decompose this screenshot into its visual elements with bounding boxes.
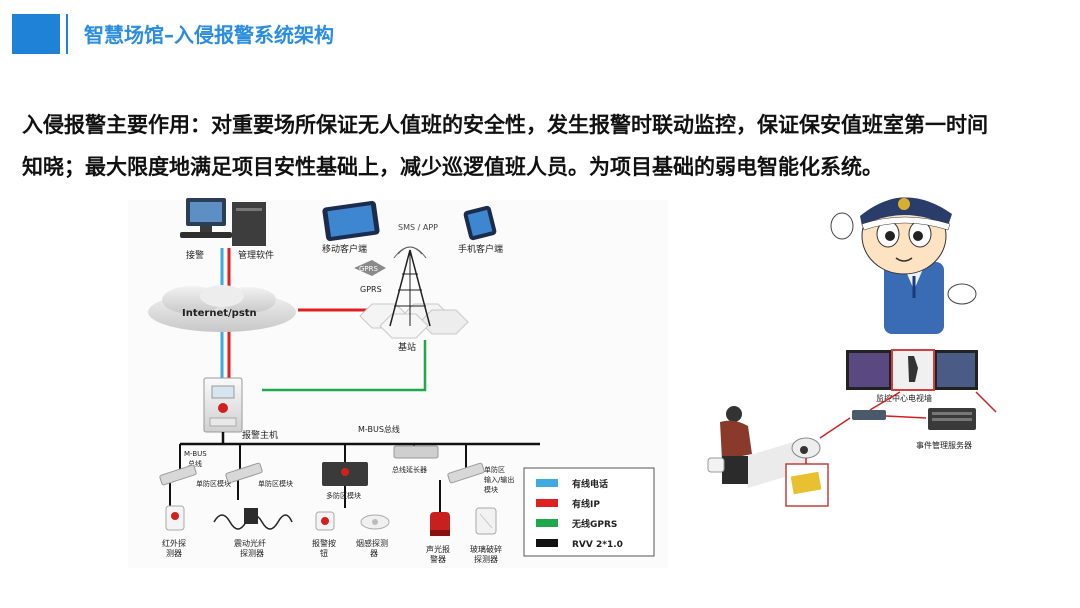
intro-line-1: 入侵报警主要作用：对重要场所保证无人值班的安全性，发生报警时联动监控，保证保安值…	[22, 113, 988, 137]
glass-break-detector-icon	[475, 507, 497, 535]
wall-to-server-line	[975, 391, 997, 413]
legend-label-1: 有线IP	[572, 498, 600, 510]
header-divider	[66, 14, 68, 54]
smoke-detector-icon	[360, 514, 390, 530]
pc-label-left: 接警	[186, 249, 204, 261]
io-module-label-3: 模块	[484, 485, 498, 494]
siren-label-2: 警器	[430, 554, 446, 564]
intro-line-2: 知晓；最大限度地满足项目安性基础上，减少巡逻值班人员。为项目基础的弱电智能化系统…	[22, 155, 883, 179]
single-zone-module-2-label: 单防区模块	[258, 479, 293, 488]
alarm-host-icon	[203, 377, 243, 433]
pir-label-1: 红外探	[162, 538, 186, 548]
gprs-badge-icon	[354, 260, 386, 276]
mbus-label: M-BUS总线	[358, 424, 400, 434]
siren-icon	[430, 512, 450, 536]
alarm-host-label: 报警主机	[242, 429, 278, 441]
legend-label-3: RVV 2*1.0	[572, 540, 623, 550]
base-station-label: 基站	[398, 341, 416, 353]
bus-extender-label: 总线延长器	[392, 465, 427, 474]
smoke-label-2: 器	[370, 549, 378, 558]
bus-label-line1: M-BUS	[184, 450, 207, 458]
tablet-label: 移动客户端	[322, 243, 367, 255]
io-module-icon	[447, 462, 485, 484]
pir-detector-icon	[165, 505, 185, 531]
network-switch-icon	[852, 410, 886, 420]
phone-icon	[463, 205, 497, 241]
multi-zone-module-label: 多防区模块	[326, 491, 361, 500]
sms-app-label: SMS / APP	[398, 223, 438, 232]
fiber-label-1: 震动光纤	[234, 538, 266, 548]
legend-label-2: 无线GPRS	[571, 518, 617, 530]
io-module-label-2: 输入/输出	[484, 475, 514, 484]
pc-workstation-icon	[180, 198, 266, 246]
phone-label: 手机客户端	[458, 243, 503, 255]
glass-label-1: 玻璃破碎	[470, 544, 502, 554]
base-station-icon	[359, 246, 469, 339]
header-accent-block	[12, 14, 60, 54]
siren-label-1: 声光报	[426, 544, 450, 554]
fiber-detector-icon	[213, 508, 293, 530]
police-mascot-image	[830, 197, 977, 334]
legend-swatch-2	[536, 519, 558, 527]
switch-to-server-line	[885, 415, 927, 419]
event-snapshot-image	[785, 463, 829, 507]
pir-label-2: 测器	[166, 549, 182, 558]
gprs-badge-text: GPRS	[359, 265, 379, 273]
pc-label-right: 管理软件	[238, 249, 274, 261]
legend-swatch-1	[536, 499, 558, 507]
page-title: 智慧场馆–入侵报警系统架构	[84, 23, 334, 47]
legend-swatch-0	[536, 479, 558, 487]
gprs-label: GPRS	[360, 285, 382, 294]
tablet-icon	[322, 200, 380, 242]
glass-label-2: 探测器	[474, 554, 498, 564]
legend-swatch-3	[536, 539, 558, 547]
fiber-label-2: 探测器	[240, 548, 264, 558]
switch-to-wall-line	[869, 391, 901, 411]
single-zone-module-2-icon	[225, 462, 263, 484]
intro-paragraph: 入侵报警主要作用：对重要场所保证无人值班的安全性，发生报警时联动监控，保证保安值…	[22, 104, 1062, 188]
gprs-line	[262, 340, 427, 392]
event-server-icon	[928, 408, 976, 430]
internet-cloud-icon	[148, 285, 296, 332]
io-module-label-1: 单防区	[484, 465, 505, 474]
smoke-label-1: 烟感探测	[356, 538, 388, 548]
single-zone-module-1-label: 单防区模块	[196, 479, 231, 488]
single-zone-module-1-icon	[159, 464, 197, 486]
button-label-2: 钮	[320, 548, 328, 558]
legend-label-0: 有线电话	[572, 478, 608, 490]
internet-label: Internet/pstn	[182, 308, 257, 319]
alarm-button-icon	[315, 511, 335, 531]
bus-extender-icon	[393, 445, 439, 459]
video-wall-icon	[846, 349, 978, 391]
camera-to-switch-line	[819, 417, 851, 439]
video-wall-label: 监控中心电视墙	[876, 393, 932, 403]
event-server-label: 事件管理服务器	[916, 440, 972, 450]
bus-label-line2: 总线	[188, 459, 202, 468]
button-label-1: 报警按	[312, 538, 336, 548]
multi-zone-module-icon	[322, 462, 368, 486]
